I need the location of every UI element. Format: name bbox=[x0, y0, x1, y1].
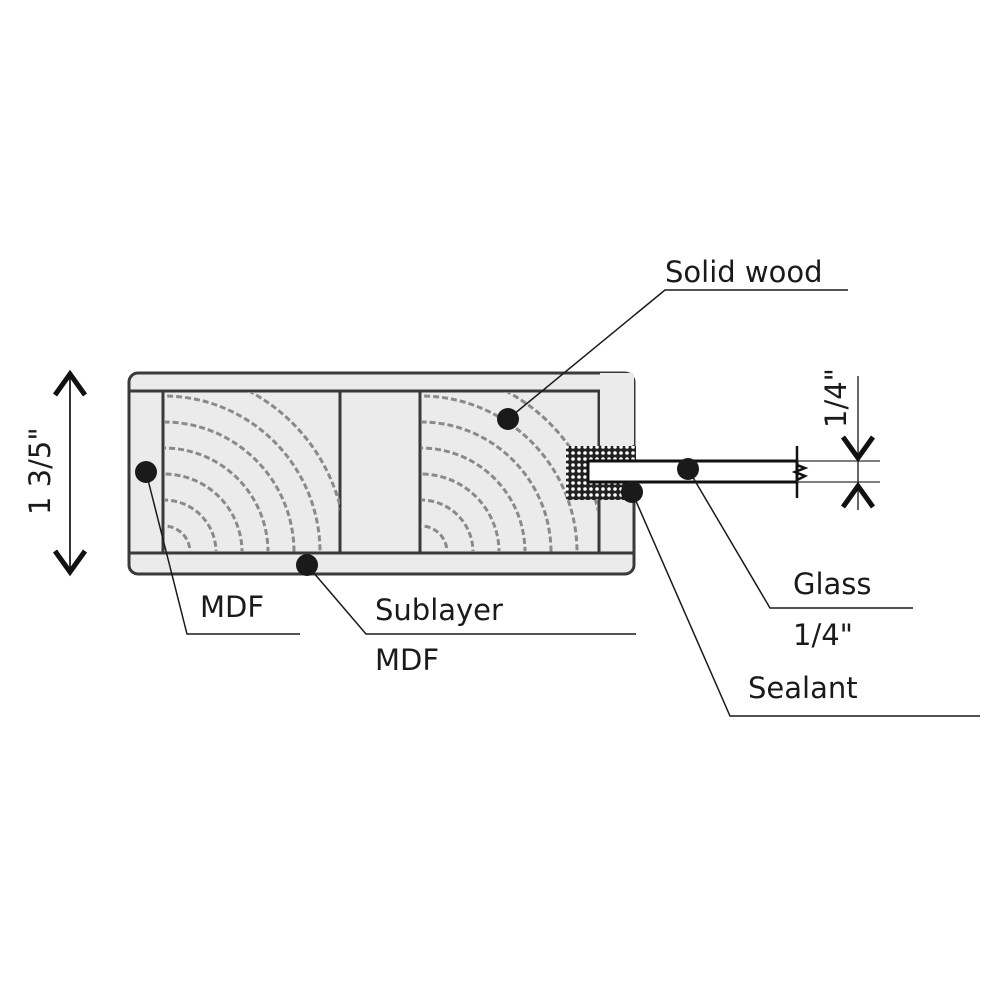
glass-thickness-label: 1/4" bbox=[793, 618, 853, 652]
sublayer-dot bbox=[296, 554, 318, 576]
total-thickness-label: 1 3/5" bbox=[23, 427, 57, 515]
glass-dimension-label: 1/4" bbox=[819, 368, 853, 428]
glass-dimension: 1/4" bbox=[819, 368, 876, 510]
total-thickness-dimension: 1 3/5" bbox=[23, 369, 88, 577]
sublayer-material-label: MDF bbox=[375, 643, 439, 677]
frame-section bbox=[127, 371, 636, 576]
mdf-dot bbox=[135, 461, 157, 483]
sealant-dot bbox=[621, 481, 643, 503]
mdf-label: MDF bbox=[200, 590, 264, 624]
solid-wood-label: Solid wood bbox=[665, 255, 823, 289]
glass-dot bbox=[677, 458, 699, 480]
callout-dots bbox=[135, 408, 699, 576]
sublayer-label: Sublayer bbox=[375, 593, 503, 627]
solid-wood-dot bbox=[497, 408, 519, 430]
glass-label: Glass bbox=[793, 567, 872, 601]
leader-lines bbox=[145, 289, 980, 717]
sealant-label: Sealant bbox=[748, 671, 858, 705]
